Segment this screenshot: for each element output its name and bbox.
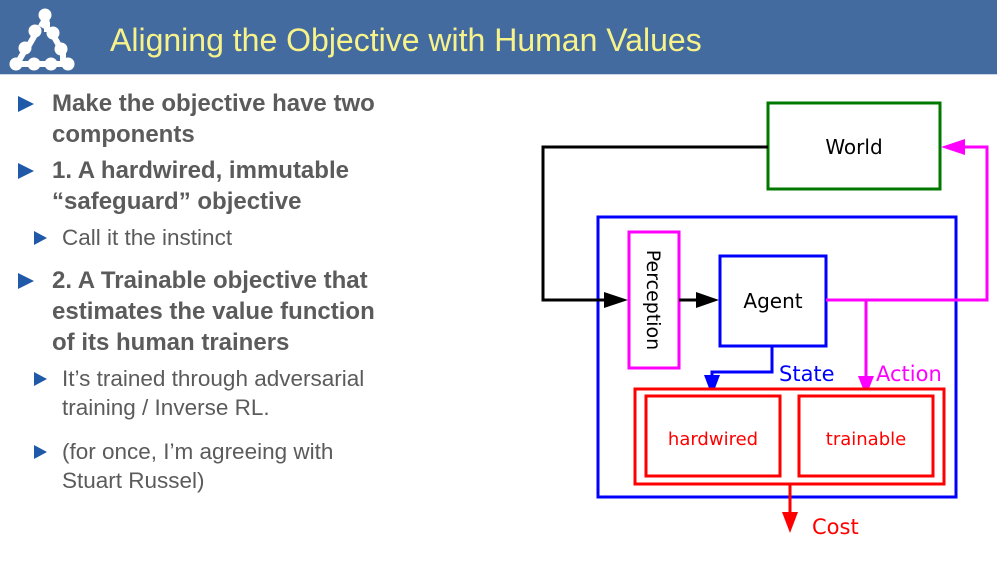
state-line — [710, 346, 774, 378]
slide-title: Aligning the Objective with Human Values — [110, 22, 702, 58]
agent-box — [718, 254, 828, 348]
observation-line — [541, 145, 768, 302]
agent-label: Agent — [743, 289, 802, 313]
sub-bullet-2-line-1: It’s trained through adversarial — [62, 366, 365, 391]
action-to-world-line — [826, 145, 989, 302]
dots-triangle-logo-icon — [9, 8, 75, 71]
objective-box — [633, 387, 946, 486]
sub-bullet-3-line-2: Stuart Russel) — [62, 468, 205, 493]
bullet-1-line-1: Make the objective have two — [52, 90, 375, 117]
perception-label: Perception — [642, 250, 664, 350]
hardwired-box — [644, 394, 782, 478]
agent-container-box — [596, 215, 958, 499]
action-to-trainable-arrowhead-icon — [858, 376, 874, 396]
sub-bullet-triangle-icon — [34, 231, 47, 245]
cost-arrowhead-icon — [782, 512, 798, 533]
sub-bullet-2-line-2: training / Inverse RL. — [62, 395, 270, 420]
bullet-3-line-2: estimates the value function — [52, 298, 375, 325]
perception-to-agent-arrowhead-icon — [696, 292, 719, 308]
perception-box — [627, 230, 681, 370]
world-label: World — [825, 135, 882, 159]
hardwired-label: hardwired — [668, 429, 758, 450]
action-label: Action — [876, 362, 942, 386]
sub-bullet-3-line-1: (for once, I’m agreeing with — [62, 439, 334, 464]
cost-label: Cost — [812, 515, 859, 539]
sub-bullet-triangle-icon — [34, 445, 47, 459]
sub-bullet-1: Call it the instinct — [62, 225, 233, 250]
sub-bullet-triangle-icon — [34, 372, 47, 386]
bullet-2-line-1: 1. A hardwired, immutable — [52, 157, 349, 184]
state-arrowhead-icon — [704, 375, 720, 396]
bullet-triangle-icon — [18, 273, 34, 289]
trainable-label: trainable — [826, 429, 906, 450]
bullet-2-line-2: “safeguard” objective — [52, 188, 302, 215]
bullet-1-line-2: components — [52, 121, 195, 148]
observation-arrowhead-icon — [604, 292, 628, 308]
action-to-world-arrowhead-icon — [941, 139, 965, 155]
trainable-box — [797, 394, 935, 478]
bullet-3-line-1: 2. A Trainable objective that — [52, 267, 368, 294]
bullet-3-line-3: of its human trainers — [52, 329, 290, 356]
bullet-triangle-icon — [18, 96, 34, 112]
bullet-triangle-icon — [18, 163, 34, 179]
state-label: State — [779, 362, 835, 386]
title-bar: Aligning the Objective with Human Values — [0, 0, 997, 75]
